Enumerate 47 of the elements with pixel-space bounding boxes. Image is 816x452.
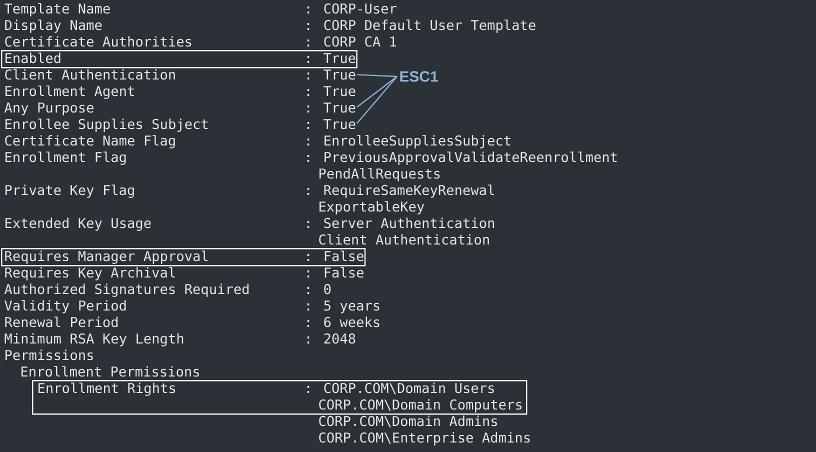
field-value: : 0 bbox=[307, 284, 331, 294]
leader-line bbox=[356, 76, 398, 124]
field-name: Certificate Name Flag bbox=[5, 135, 175, 148]
leader-line bbox=[356, 76, 398, 108]
field-value: CORP.COM\Domain Computers bbox=[319, 399, 522, 412]
field-name: Permissions bbox=[6, 350, 93, 360]
field-value: : CORP-User bbox=[307, 3, 396, 14]
field-value: : True bbox=[307, 86, 356, 96]
field-name: Display Name bbox=[5, 20, 102, 33]
field-name: Requires Manager Approval bbox=[5, 250, 208, 264]
field-name: Enrollment Agent bbox=[6, 86, 134, 99]
field-value: : EnrolleeSuppliesSubject bbox=[307, 135, 510, 148]
highlight-box bbox=[32, 380, 528, 415]
field-name: Authorized Signatures Required bbox=[4, 284, 249, 297]
field-name: Renewal Period bbox=[5, 316, 118, 328]
field-name: Enrollment Rights bbox=[38, 382, 176, 396]
field-value: PendAllRequests bbox=[320, 168, 440, 182]
field-value: : RequireSameKeyRenewal bbox=[307, 184, 494, 198]
field-value: : Server Authentication bbox=[307, 218, 494, 228]
field-value: : True bbox=[307, 70, 356, 80]
leader-line bbox=[357, 74, 398, 78]
field-value: : True bbox=[307, 102, 356, 113]
field-value: : 6 weeks bbox=[307, 316, 380, 328]
field-name: Enrollee Supplies Subject bbox=[6, 118, 208, 132]
highlight-box bbox=[1, 50, 358, 68]
callout-text: ESC1 bbox=[400, 71, 438, 82]
highlight-box bbox=[1, 248, 366, 266]
field-name: Private Key Flag bbox=[6, 184, 134, 198]
field-name: Template Name bbox=[4, 3, 110, 16]
field-value: Client Authentication bbox=[319, 234, 489, 245]
field-name: Extended Key Usage bbox=[6, 218, 151, 231]
field-value: : CORP CA 1 bbox=[307, 36, 396, 47]
field-name: Validity Period bbox=[4, 300, 126, 314]
field-value: : 2048 bbox=[307, 333, 356, 344]
field-value: : 5 years bbox=[307, 300, 380, 314]
field-value: : True bbox=[307, 119, 356, 130]
field-value: : CORP.COM\Domain Users bbox=[307, 382, 494, 394]
field-value: : True bbox=[307, 53, 356, 64]
field-name: Minimum RSA Key Length bbox=[4, 333, 184, 346]
field-value: : PreviousApprovalValidateReenrollment bbox=[307, 152, 617, 165]
field-value: : CORP Default User Template bbox=[307, 20, 536, 33]
field-name: Enabled bbox=[6, 52, 60, 64]
field-value: CORP.COM\Enterprise Admins bbox=[319, 432, 530, 446]
field-name: Any Purpose bbox=[4, 102, 94, 116]
field-value: ExportableKey bbox=[320, 201, 424, 214]
field-value: : False bbox=[307, 250, 364, 262]
field-name: Enrollment Flag bbox=[6, 152, 126, 165]
